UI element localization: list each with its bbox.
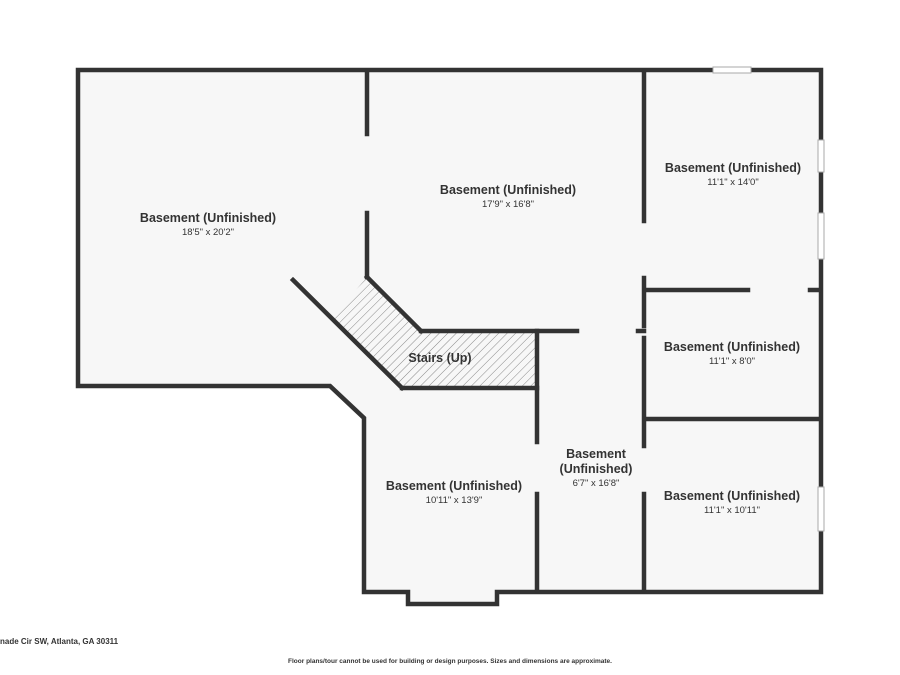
room-dims-ne: 11'1" x 14'0" bbox=[707, 177, 758, 188]
room-label-east-mid: Basement (Unfinished) bbox=[664, 340, 800, 354]
room-label-left: Basement (Unfinished) bbox=[140, 211, 276, 225]
window-east-2 bbox=[817, 212, 825, 260]
room-dims-se: 11'1" x 10'11" bbox=[704, 505, 760, 516]
address-text: nade Cir SW, Atlanta, GA 30311 bbox=[0, 637, 119, 646]
room-dims-center: 17'9" x 16'8" bbox=[482, 199, 534, 210]
room-label-hall: Basement bbox=[566, 447, 627, 461]
room-label-hall-line2: (Unfinished) bbox=[560, 462, 633, 476]
stairs-label: Stairs (Up) bbox=[408, 351, 471, 365]
room-label-se: Basement (Unfinished) bbox=[664, 489, 800, 503]
room-dims-east-mid: 11'1" x 8'0" bbox=[709, 356, 755, 367]
room-dims-hall: 6'7" x 16'8" bbox=[573, 478, 620, 489]
room-dims-left: 18'5" x 20'2" bbox=[182, 227, 234, 238]
room-label-center: Basement (Unfinished) bbox=[440, 183, 576, 197]
disclaimer-text: Floor plans/tour cannot be used for buil… bbox=[288, 658, 612, 665]
wall-stair-top bbox=[363, 273, 425, 335]
window-top bbox=[712, 66, 752, 74]
window-east-3 bbox=[817, 486, 825, 532]
room-dims-sw: 10'11" x 13'9" bbox=[426, 495, 483, 506]
window-east-1 bbox=[817, 139, 825, 173]
wall-stair-outer bbox=[289, 276, 406, 392]
room-label-ne: Basement (Unfinished) bbox=[665, 161, 801, 175]
room-label-sw: Basement (Unfinished) bbox=[386, 479, 522, 493]
